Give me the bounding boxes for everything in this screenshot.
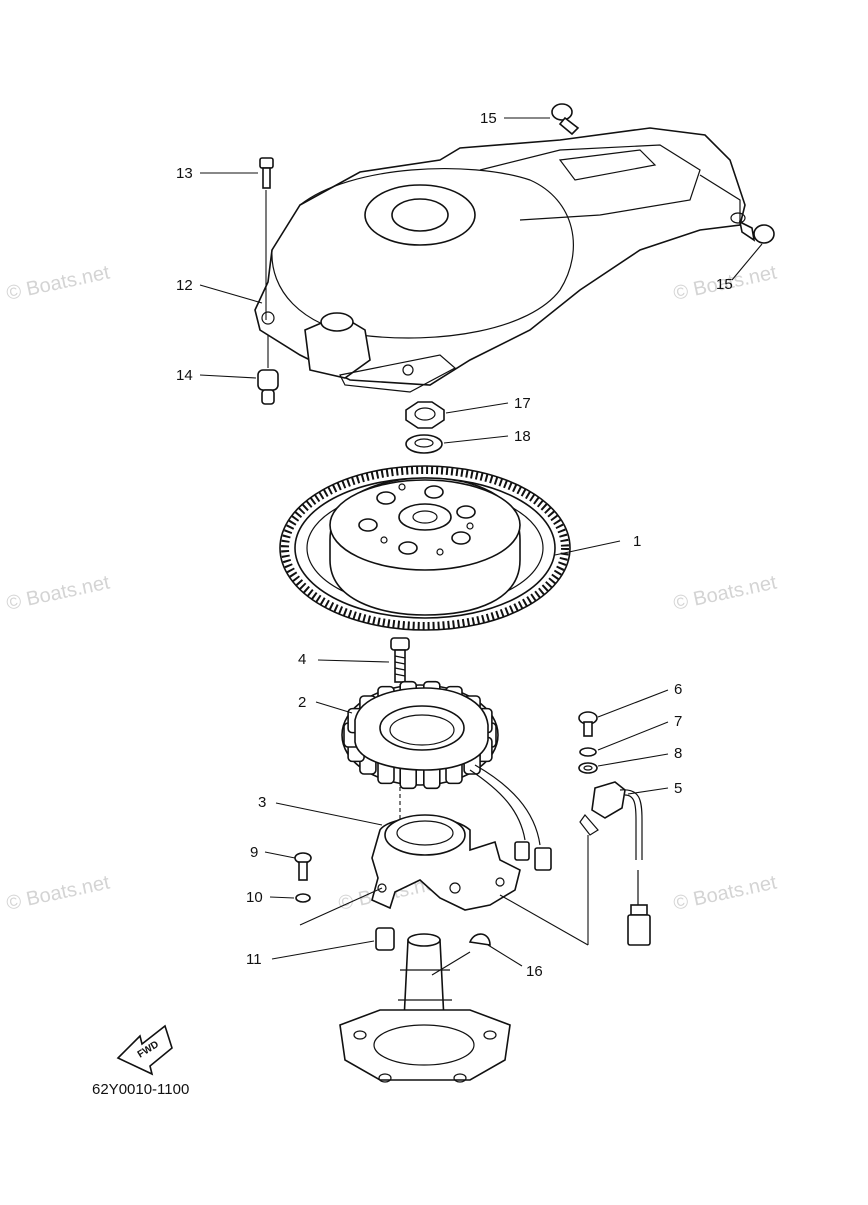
stator-part-2	[341, 680, 552, 871]
leader-lines	[199, 117, 763, 976]
collar-part-11	[375, 927, 395, 951]
screw-part-6	[578, 711, 598, 737]
callout-3: 3	[258, 794, 266, 811]
grommet-part-14	[257, 335, 279, 405]
callout-17: 17	[514, 395, 531, 412]
washer-part-8	[578, 762, 598, 774]
callout-16: 16	[526, 963, 543, 980]
woodruff-key-part-16	[468, 933, 491, 946]
pulser-coil-part-5	[579, 781, 651, 946]
callout-12: 12	[176, 277, 193, 294]
callout-1: 1	[633, 533, 641, 550]
grommet-part-15-side	[738, 220, 775, 244]
fwd-arrow: FWD	[116, 1024, 173, 1076]
callout-13: 13	[176, 165, 193, 182]
watermark: © Boats.net	[671, 871, 779, 914]
washer-part-10	[295, 893, 311, 903]
flywheel-part-1	[279, 465, 571, 631]
watermark: © Boats.net	[671, 571, 779, 614]
callout-15-side: 15	[716, 276, 733, 293]
grommet-part-15-top	[551, 103, 580, 136]
callout-15-top: 15	[480, 110, 497, 127]
callout-9: 9	[250, 844, 258, 861]
callout-5: 5	[674, 780, 682, 797]
callout-4: 4	[298, 651, 306, 668]
callout-14: 14	[176, 367, 193, 384]
flywheel-cover-part	[254, 127, 746, 393]
callout-10: 10	[246, 889, 263, 906]
callout-7: 7	[674, 713, 682, 730]
watermark: © Boats.net	[4, 871, 112, 914]
washer-part-7	[579, 747, 597, 757]
callout-2: 2	[298, 694, 306, 711]
watermark: © Boats.net	[4, 261, 112, 304]
nut-part-17	[405, 401, 445, 429]
watermark: © Boats.net	[4, 571, 112, 614]
crankshaft-assembly	[339, 933, 511, 1083]
callout-18: 18	[514, 428, 531, 445]
callout-11: 11	[246, 951, 262, 968]
washer-part-18	[405, 434, 443, 454]
callout-8: 8	[674, 745, 682, 762]
part-code: 62Y0010-1100	[92, 1081, 189, 1098]
bolt-part-13	[259, 157, 274, 320]
screw-part-9	[294, 852, 312, 881]
callout-labels: 1 2 3 4 5 6 7 8 9 10 11 12 13 14 15 15 1…	[176, 110, 733, 980]
callout-6: 6	[674, 681, 682, 698]
base-plate-part-3	[371, 814, 521, 911]
